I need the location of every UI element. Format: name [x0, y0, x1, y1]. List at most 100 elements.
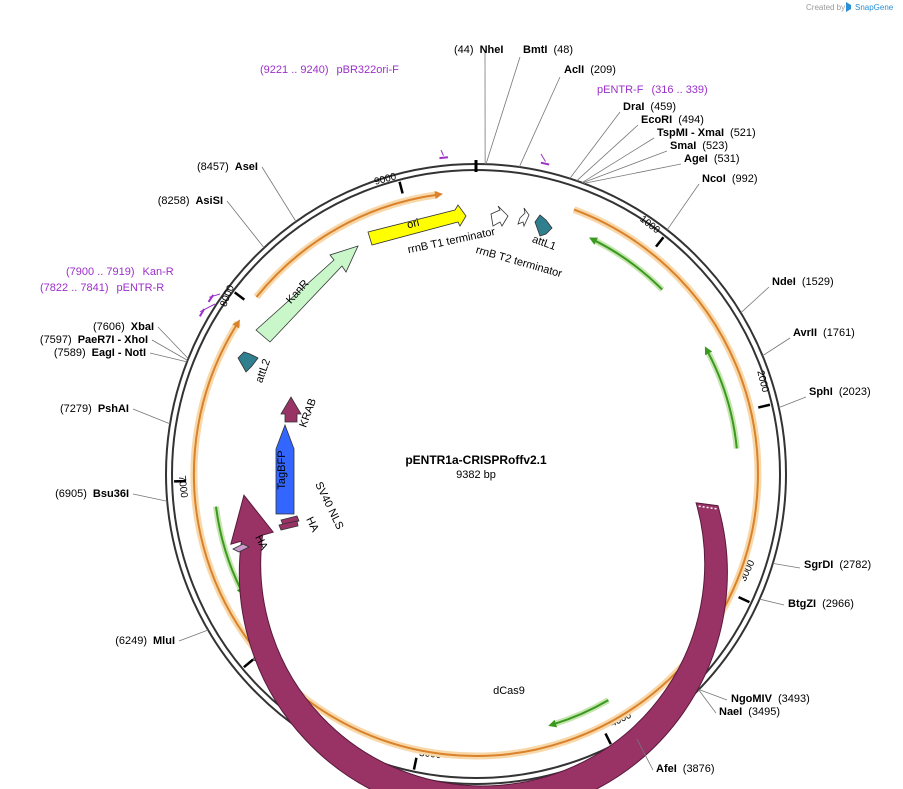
green-arrow-2-head: [704, 346, 713, 356]
site-label-part: NdeI: [772, 276, 796, 288]
site-leader-line: [581, 137, 655, 184]
site-label-part: (3495): [748, 706, 780, 718]
site-label: (6905) Bsu36I: [55, 488, 129, 500]
primer-pbr322ori-f: (9221 .. 9240)pBR322ori-F: [260, 64, 449, 160]
orange-track-main: [193, 208, 759, 757]
site-label-part: (3493): [778, 693, 810, 705]
site-label: SphI (2023): [809, 386, 871, 398]
primer-label-part: Kan-R: [143, 266, 174, 278]
site-label-part: EcoRI: [641, 114, 672, 126]
site-leader-line: [636, 738, 654, 771]
site-leader-line: [569, 111, 621, 179]
ruler-tick-6000: [243, 658, 254, 669]
site-label-part: EagI - NotI: [92, 347, 146, 359]
ha-small-arrow: [232, 543, 250, 553]
site-label: (7279) PshAI: [60, 403, 129, 415]
site-label-part: (7597): [40, 334, 72, 346]
site-leader-line: [772, 562, 801, 569]
site-label-part: (531): [714, 153, 740, 165]
tagbfp-label: TagBFP: [276, 450, 288, 489]
primer-label-part: pBR322ori-F: [337, 64, 400, 76]
site-eagi-noti: (7589)EagI - NotI: [54, 347, 188, 363]
site-label: AvrII(1761): [793, 327, 855, 339]
site-sphi: SphI (2023): [778, 386, 871, 408]
attl2-label: attL2: [253, 357, 273, 384]
site-label: TspMI - XmaI(521): [657, 127, 756, 139]
site-label-part: AsiSI: [195, 195, 223, 207]
site-leader-line: [698, 689, 717, 714]
credit-brand: SnapGene: [855, 3, 894, 12]
site-label-part: AfeI: [656, 763, 677, 775]
site-label-part: XbaI: [131, 321, 154, 333]
site-label-part: (992): [732, 173, 758, 185]
green-arrow-2-glow: [705, 350, 740, 449]
site-label-part: (44): [454, 44, 474, 56]
site-label-part: (1529): [802, 276, 834, 288]
site-label-part: (8258): [158, 195, 190, 207]
site-smai: SmaI (523): [582, 140, 728, 184]
site-label-part: AseI: [235, 161, 258, 173]
primer-label-part: (7900 .. 7919): [66, 266, 135, 278]
tagbfp-arrow: [275, 423, 295, 515]
attl1-label: attL1: [530, 233, 557, 253]
site-label: NaeI(3495): [719, 706, 780, 718]
dcas9-arrow: [230, 494, 728, 789]
rrnb-t1-terminator-arrow: [490, 205, 509, 227]
sv40-nls-arrow: [280, 515, 300, 526]
site-label-part: (209): [590, 64, 616, 76]
plasmid-name: pENTR1a-CRISPRoffv2.1: [405, 453, 547, 467]
site-leader-line: [583, 163, 682, 184]
site-label-part: BmtI: [523, 44, 547, 56]
primer-label: (7822 .. 7841)pENTR-R: [40, 282, 164, 294]
site-afei: AfeI (3876): [636, 738, 715, 775]
ruler-tick-8000: [233, 291, 246, 301]
site-btgzi: BtgZI(2966): [759, 598, 854, 610]
site-leader-line: [157, 326, 189, 359]
site-sgrdi: SgrDI(2782): [772, 559, 871, 571]
site-ngomiv: NgoMIV(3493): [698, 689, 810, 705]
site-leader-line: [485, 56, 521, 165]
ruler-tick-4000: [604, 732, 612, 745]
attl2-arrow: [237, 351, 259, 373]
green-arrows: [213, 237, 740, 728]
site-leader-line: [778, 396, 807, 408]
site-label-part: AgeI: [684, 153, 708, 165]
plasmid-size: 9382 bp: [456, 469, 496, 481]
site-leader-line: [666, 183, 700, 231]
primer-label: (7900 .. 7919) Kan-R: [66, 266, 174, 278]
credit-prefix: Created by: [806, 3, 845, 12]
site-label: (44)NheI: [454, 44, 503, 56]
site-label-part: SphI: [809, 386, 833, 398]
site-label-part: BtgZI: [788, 598, 816, 610]
primer-pentr-f: pENTR-F(316 .. 339): [540, 84, 708, 166]
site-label-part: (2023): [839, 386, 871, 398]
site-label-part: (523): [702, 140, 728, 152]
site-label: DraI(459): [623, 101, 676, 113]
site-label-part: AclI: [564, 64, 584, 76]
site-label-part: (7279): [60, 403, 92, 415]
site-acli: AclI (209): [518, 64, 616, 168]
primer-leader-line: [440, 149, 444, 156]
site-label-part: SmaI: [670, 140, 696, 152]
ruler-tick-label: 7000: [176, 475, 189, 499]
site-leader-line: [226, 200, 265, 249]
site-label-part: (6905): [55, 488, 87, 500]
site-leader-line: [132, 408, 171, 425]
site-label-part: (3876): [683, 763, 715, 775]
site-label: (7606)XbaI: [93, 321, 154, 333]
ruler-tick-9000: [398, 181, 404, 194]
site-label-part: PshAI: [98, 403, 129, 415]
site-mlui: (6249)MluI: [115, 629, 209, 647]
krab-arrow: [280, 396, 302, 423]
site-label: AgeI (531): [684, 153, 740, 165]
site-label-part: (48): [553, 44, 573, 56]
primer-kan-r: (7900 .. 7919) Kan-R: [66, 266, 221, 303]
site-avrii: AvrII(1761): [762, 327, 855, 357]
site-label-part: Bsu36I: [93, 488, 129, 500]
site-xbai: (7606)XbaI: [93, 321, 189, 359]
green-arrow-1: [593, 239, 663, 291]
primer-leader-line: [540, 153, 546, 162]
green-arrow-2: [706, 351, 738, 449]
